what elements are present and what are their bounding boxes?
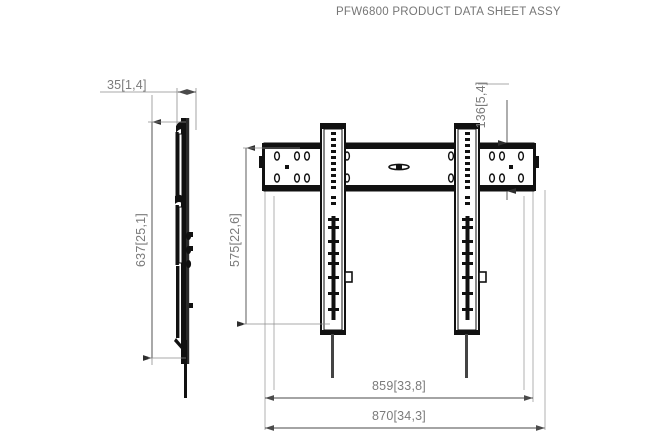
overall-height-dimension-label: 637[25,1] — [134, 213, 148, 267]
strip-left-slot-ticks — [328, 218, 339, 311]
overall-width-dimension: 870[34,3] — [265, 190, 546, 431]
depth-dimension: 35[1,4] — [107, 78, 196, 95]
front-view-extension-lines — [264, 190, 534, 430]
wall-rail — [259, 142, 539, 192]
overall-height-dimension: 637[25,1] — [134, 119, 186, 361]
inner-width-dimension: 859[33,8] — [265, 379, 533, 401]
rail-height-dimension-label: 136[5,4] — [474, 82, 488, 129]
vertical-strip-left — [320, 123, 353, 378]
rail-holes-right — [488, 151, 525, 183]
depth-dimension-label: 35[1,4] — [107, 78, 147, 92]
inner-width-dimension-label: 859[33,8] — [372, 379, 426, 393]
page-title: PFW6800 PRODUCT DATA SHEET ASSY — [336, 6, 561, 18]
rail-holes-left — [273, 151, 311, 183]
mount-height-dimension: 575[22,6] — [228, 145, 330, 327]
mount-height-dimension-label: 575[22,6] — [228, 213, 242, 267]
strip-right-slot-ticks — [462, 218, 473, 311]
side-profile-body — [174, 118, 193, 398]
front-view: 575[22,6] 136[5,4] 859[33,8] 870[34,3] — [228, 82, 546, 431]
rail-holes-right-inner — [447, 151, 455, 183]
rail-height-dimension: 136[5,4] — [474, 82, 516, 200]
vertical-strip-right — [454, 123, 487, 378]
strip-right-hole-ladder — [465, 132, 470, 205]
rail-center-slot — [388, 163, 410, 171]
overall-width-dimension-label: 870[34,3] — [372, 409, 426, 423]
strip-left-hole-ladder — [331, 132, 336, 205]
side-view: 35[1,4] 637[25,1] — [100, 78, 197, 398]
